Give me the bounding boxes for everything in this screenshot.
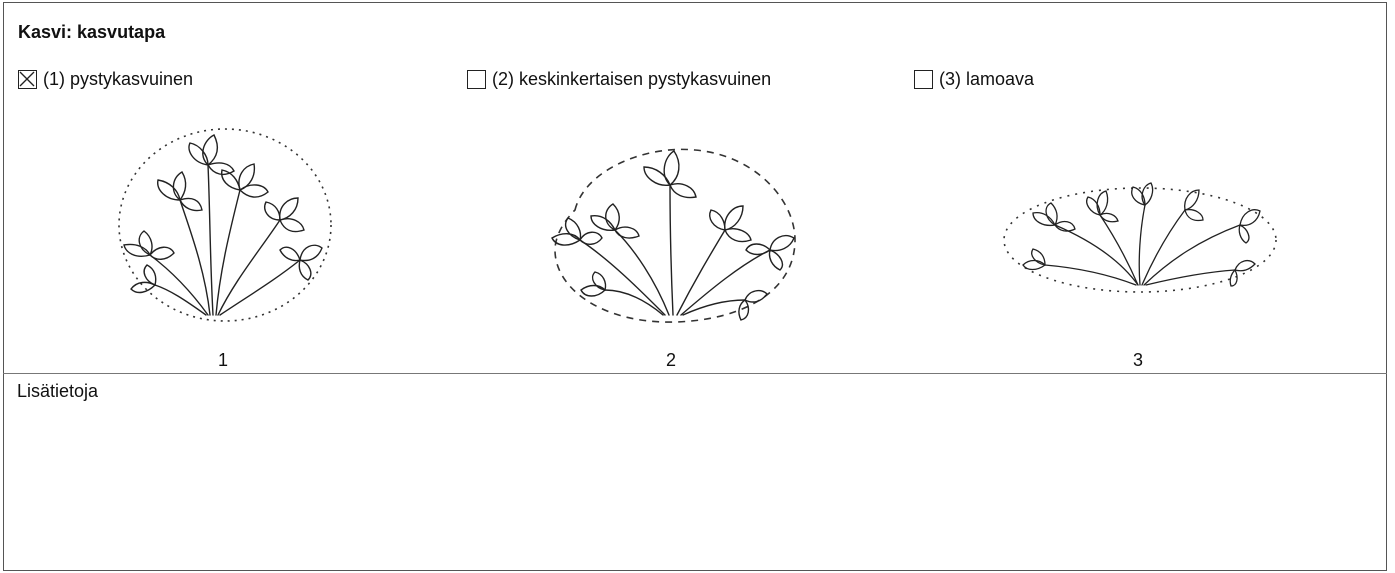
checkbox-semi-upright[interactable] bbox=[467, 70, 486, 89]
notes-label: Lisätietoja bbox=[17, 381, 98, 402]
option-upright-label: (1) pystykasvuinen bbox=[43, 69, 193, 90]
option-upright[interactable]: (1) pystykasvuinen bbox=[18, 69, 193, 90]
form-title: Kasvi: kasvutapa bbox=[18, 22, 165, 43]
upright-plant-illustration bbox=[110, 120, 340, 325]
figure-number-3: 3 bbox=[1133, 350, 1143, 371]
checkmark-x-icon bbox=[19, 71, 35, 87]
figure-number-2: 2 bbox=[666, 350, 676, 371]
checkbox-prostrate[interactable] bbox=[914, 70, 933, 89]
option-semi-upright[interactable]: (2) keskinkertaisen pystykasvuinen bbox=[467, 69, 771, 90]
checkbox-upright[interactable] bbox=[18, 70, 37, 89]
option-prostrate[interactable]: (3) lamoava bbox=[914, 69, 1034, 90]
section-divider bbox=[3, 373, 1387, 374]
semi-upright-plant-illustration bbox=[545, 140, 805, 330]
option-semi-upright-label: (2) keskinkertaisen pystykasvuinen bbox=[492, 69, 771, 90]
option-prostrate-label: (3) lamoava bbox=[939, 69, 1034, 90]
prostrate-plant-illustration bbox=[1000, 180, 1285, 300]
figure-number-1: 1 bbox=[218, 350, 228, 371]
notes-field[interactable] bbox=[10, 405, 1380, 565]
